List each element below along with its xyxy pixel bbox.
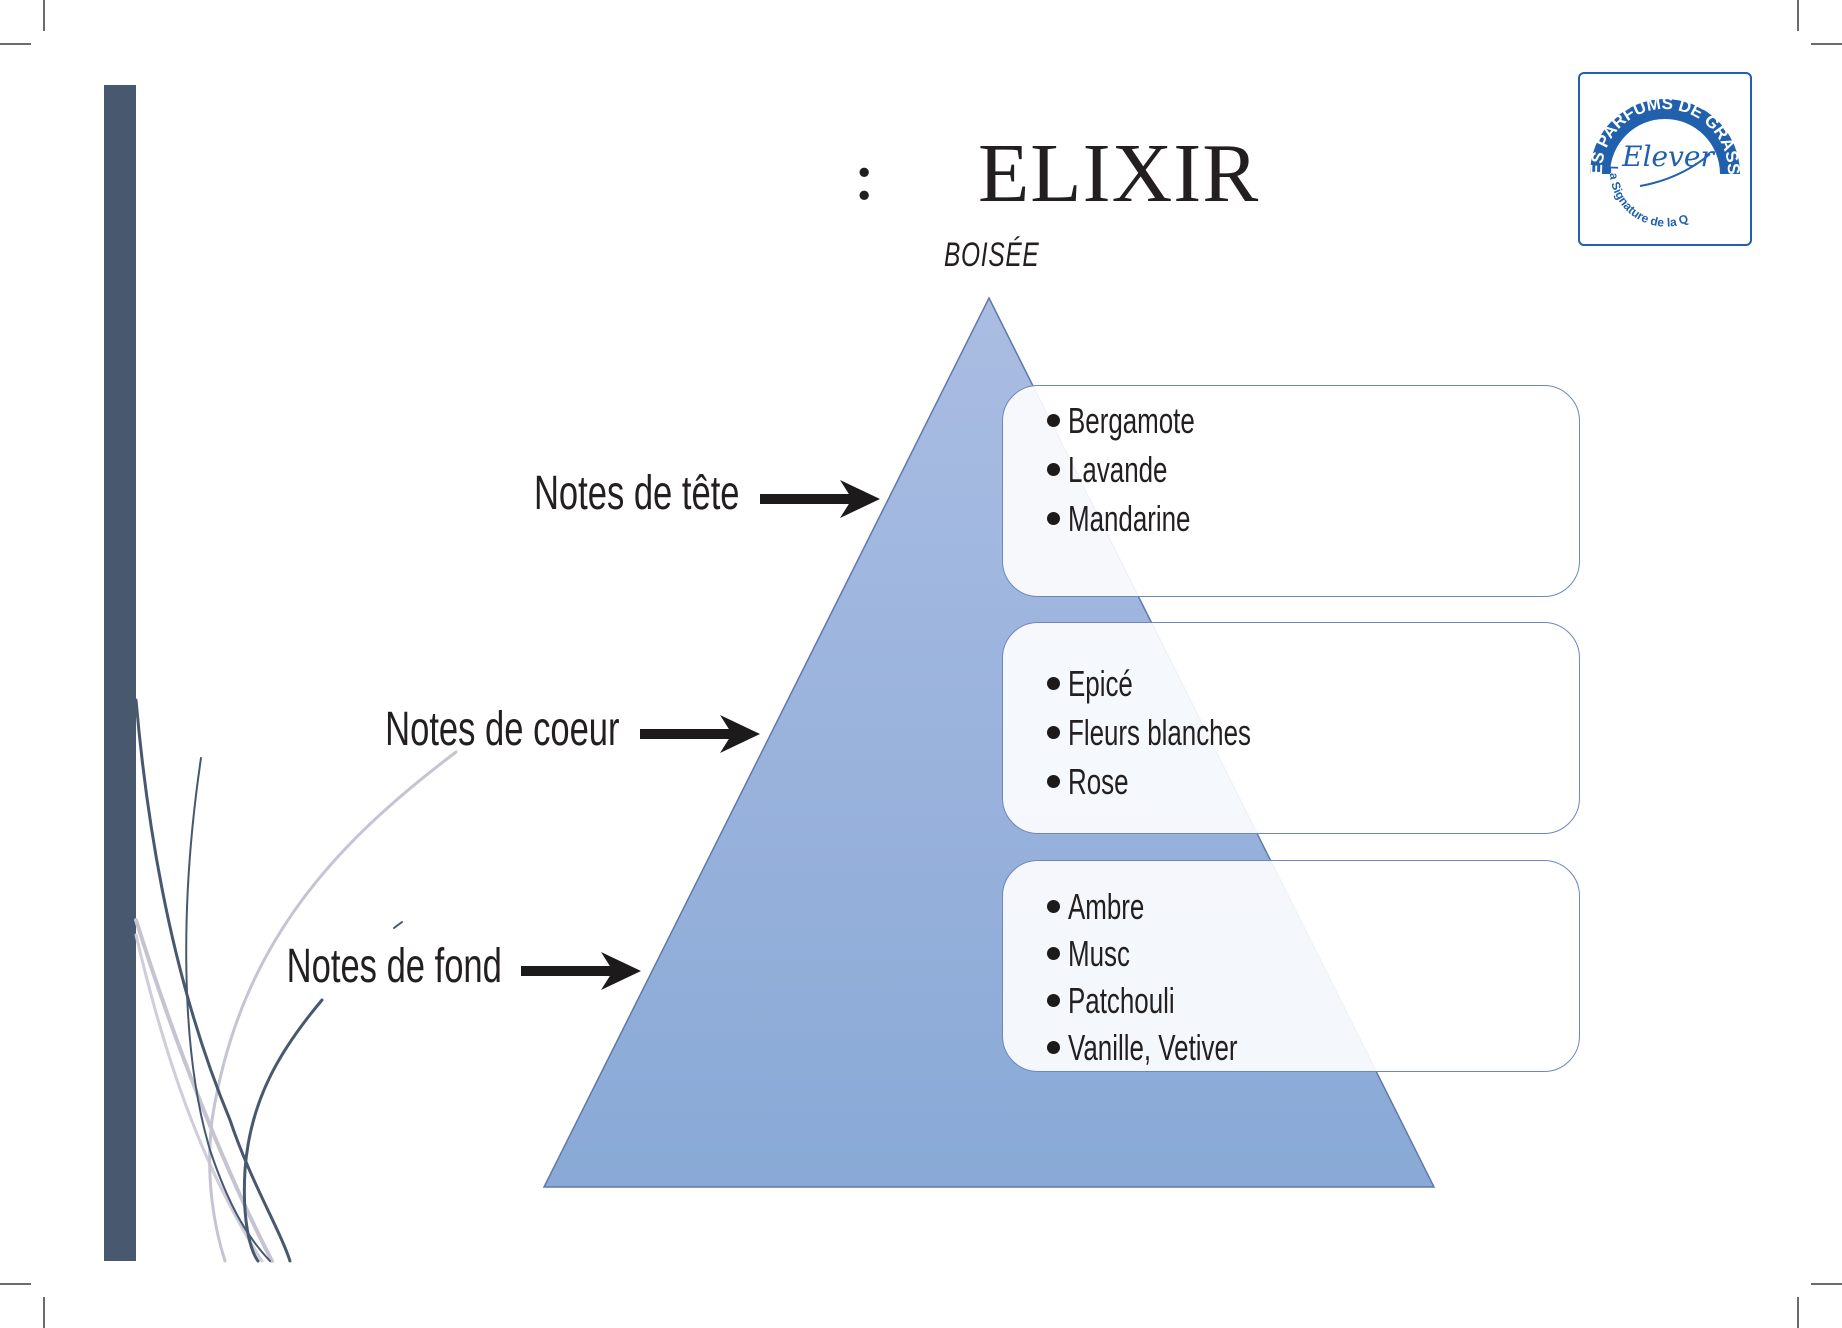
brand-logo: LES PARFUMS DE GRASSE La Signature de la… xyxy=(1574,59,1752,246)
notes-list: Ambre Musc Patchouli Vanille, Vetiver xyxy=(1047,883,1303,1071)
note-item: Bergamote xyxy=(1047,396,1244,445)
page-title: ELIXIR xyxy=(978,127,1260,220)
notes-box-fond: Ambre Musc Patchouli Vanille, Vetiver xyxy=(1002,860,1580,1072)
bullet-icon xyxy=(1047,462,1060,476)
note-item: Patchouli xyxy=(1047,977,1303,1024)
level-label-fond: Notes de fond xyxy=(286,940,502,993)
sidebar-bar xyxy=(104,85,136,1261)
bullet-icon xyxy=(1047,676,1060,690)
level-label-coeur: Notes de coeur xyxy=(385,703,620,756)
crop-mark xyxy=(1797,0,1799,31)
logo-script-text: Elever xyxy=(1621,140,1715,173)
fragrance-family: BOISÉE xyxy=(944,236,1040,274)
note-item: Lavande xyxy=(1047,445,1244,494)
level-label-tete: Notes de tête xyxy=(534,467,740,520)
note-item: Ambre xyxy=(1047,883,1303,930)
bullet-icon xyxy=(1047,993,1060,1007)
brand-logo-emblem: LES PARFUMS DE GRASSE La Signature de la… xyxy=(1574,59,1743,230)
title-separator: : xyxy=(852,132,877,216)
note-item: Rose xyxy=(1047,757,1322,806)
note-item: Mandarine xyxy=(1047,494,1244,543)
bullet-icon xyxy=(1047,725,1060,739)
note-item: Fleurs blanches xyxy=(1047,708,1322,757)
bullet-icon xyxy=(1047,899,1060,913)
crop-mark xyxy=(43,0,45,31)
notes-box-tete: Bergamote Lavande Mandarine xyxy=(1002,385,1580,597)
crop-mark xyxy=(0,1283,31,1285)
crop-mark xyxy=(1811,1283,1842,1285)
arrow-tete xyxy=(760,480,880,518)
crop-mark xyxy=(1811,43,1842,45)
note-item: Epicé xyxy=(1047,659,1322,708)
arrow-fond xyxy=(521,952,641,990)
crop-mark xyxy=(0,43,31,45)
notes-box-coeur: Epicé Fleurs blanches Rose xyxy=(1002,622,1580,834)
notes-list: Epicé Fleurs blanches Rose xyxy=(1047,659,1322,806)
bullet-icon xyxy=(1047,413,1060,427)
arrow-coeur xyxy=(640,715,760,753)
note-item: Musc xyxy=(1047,930,1303,977)
bullet-icon xyxy=(1047,1040,1060,1054)
bullet-icon xyxy=(1047,511,1060,525)
note-item: Vanille, Vetiver xyxy=(1047,1024,1303,1071)
bullet-icon xyxy=(1047,774,1060,788)
crop-mark xyxy=(43,1297,45,1328)
crop-mark xyxy=(1797,1297,1799,1328)
notes-list: Bergamote Lavande Mandarine xyxy=(1047,396,1244,543)
bullet-icon xyxy=(1047,946,1060,960)
